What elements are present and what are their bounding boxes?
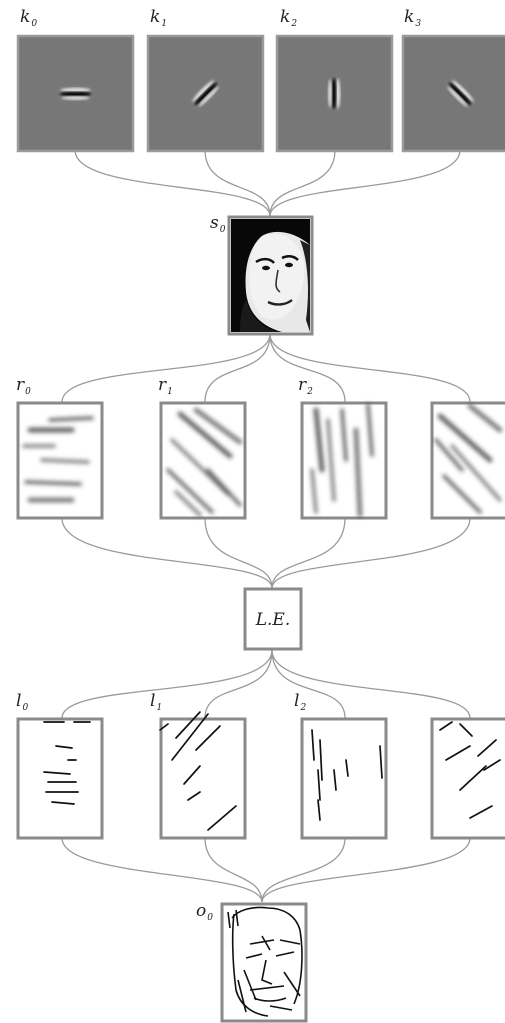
kernel-label-1: k1 — [150, 7, 167, 29]
source-to-response-wires — [61, 333, 471, 403]
kernel-label-2: k2 — [280, 7, 297, 29]
response-image-0 — [16, 401, 104, 520]
kernel-0 — [16, 34, 135, 153]
line-image-row — [16, 711, 505, 840]
face-photo — [231, 219, 310, 332]
line-image-3 — [430, 717, 505, 840]
kernel-2 — [275, 34, 394, 153]
response-streaks — [166, 407, 243, 517]
line-image-label-0: l0 — [16, 691, 28, 713]
kernel-1 — [146, 34, 265, 153]
line-segments — [439, 721, 501, 819]
kernel-row — [16, 34, 505, 153]
le-box-label: L.E. — [255, 610, 291, 630]
response-image-1 — [159, 401, 247, 520]
output-label: o0 — [196, 901, 213, 923]
response-label-1: r1 — [158, 375, 173, 397]
line-segments — [43, 721, 91, 805]
output-image-box — [220, 902, 308, 1023]
le-box: L.E. — [243, 587, 303, 651]
line-image-2 — [300, 717, 388, 840]
line-image-label-2: l2 — [294, 691, 306, 713]
response-streaks — [434, 403, 503, 514]
lineimage-to-output-wires — [61, 837, 471, 903]
response-streaks — [310, 403, 374, 518]
gabor-kernel-blob — [324, 71, 345, 116]
source-image-box — [227, 215, 314, 336]
response-label-2: r2 — [298, 375, 313, 397]
kernel-3 — [401, 34, 505, 153]
line-segments — [159, 711, 237, 831]
kernel-label-3: k3 — [404, 7, 421, 29]
response-label-0: r0 — [16, 375, 31, 397]
stage-labels: k0 k1 k2 k3 s0 r0 r1 r2 l0 l1 l2 o0 — [16, 7, 421, 923]
response-to-le-wires — [61, 517, 471, 589]
line-segments — [311, 729, 383, 821]
response-streaks — [22, 416, 94, 503]
source-label: s0 — [210, 213, 226, 235]
response-image-3 — [430, 401, 505, 520]
gabor-kernel-blob — [443, 76, 478, 111]
kernel-label-0: k0 — [20, 7, 37, 29]
response-row — [16, 401, 505, 520]
line-image-1 — [159, 711, 247, 840]
line-image-label-1: l1 — [150, 691, 162, 713]
gabor-kernel-blob — [188, 76, 223, 111]
kernel-to-source-wires — [74, 149, 461, 217]
output-line-sketch — [227, 906, 303, 1017]
le-to-lineimage-wires — [61, 649, 471, 719]
gabor-kernel-blob — [53, 83, 98, 104]
response-image-2 — [300, 401, 388, 520]
line-image-0 — [16, 717, 104, 840]
